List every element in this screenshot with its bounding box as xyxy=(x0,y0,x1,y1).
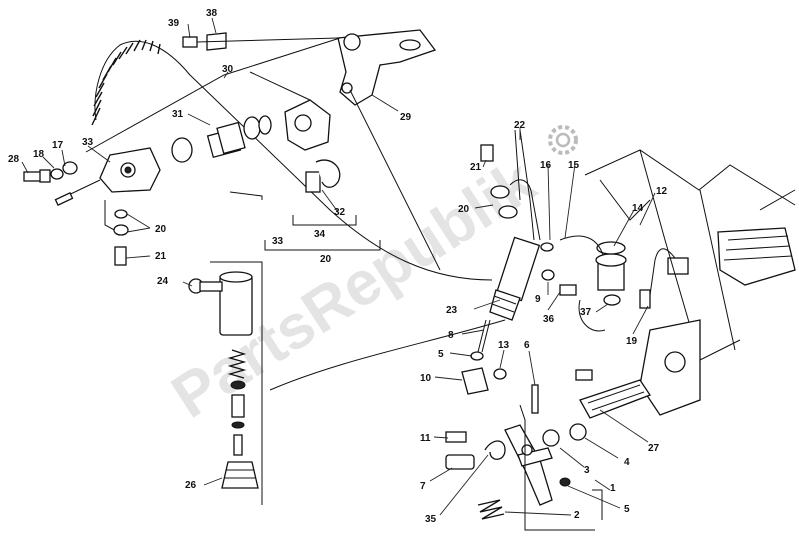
callout-33-mid: 33 xyxy=(272,236,284,247)
callout-15: 15 xyxy=(568,160,580,171)
brake-caliper-assembly xyxy=(23,29,493,281)
callout-11: 11 xyxy=(420,433,431,444)
callout-27: 27 xyxy=(648,443,660,454)
callout-19: 19 xyxy=(626,336,638,347)
callout-7: 7 xyxy=(420,481,426,492)
callout-20-left: 20 xyxy=(155,224,167,235)
callout-31: 31 xyxy=(172,109,184,120)
callout-37: 37 xyxy=(580,307,592,318)
callout-12: 12 xyxy=(656,186,668,197)
callout-10: 10 xyxy=(420,373,432,384)
callout-labels: 39 38 30 31 29 33 17 18 28 20 21 32 33 3… xyxy=(8,8,668,525)
callout-8: 8 xyxy=(448,330,454,341)
callout-20-mid: 20 xyxy=(320,254,332,265)
callout-20-right: 20 xyxy=(458,204,470,215)
callout-29: 29 xyxy=(400,112,412,123)
callout-38: 38 xyxy=(206,8,218,19)
callout-9: 9 xyxy=(535,294,541,305)
callout-22: 22 xyxy=(514,120,526,131)
callout-5-lower: 5 xyxy=(624,504,630,515)
callout-4: 4 xyxy=(624,457,630,468)
callout-2: 2 xyxy=(574,510,580,521)
callout-26: 26 xyxy=(185,480,197,491)
callout-21-left: 21 xyxy=(155,251,167,262)
callout-35: 35 xyxy=(425,514,437,525)
callout-32: 32 xyxy=(334,207,346,218)
callout-33-left: 33 xyxy=(82,137,94,148)
callout-34: 34 xyxy=(314,229,326,240)
callout-14: 14 xyxy=(632,203,644,214)
callout-3: 3 xyxy=(584,465,590,476)
callout-16: 16 xyxy=(540,160,552,171)
leader-lines xyxy=(21,17,656,516)
callout-28: 28 xyxy=(8,154,20,165)
callout-17: 17 xyxy=(52,140,64,151)
callout-1: 1 xyxy=(610,483,616,494)
callout-21-right: 21 xyxy=(470,162,482,173)
callout-39: 39 xyxy=(168,18,180,29)
callout-36: 36 xyxy=(543,314,555,325)
rear-brake-lever-assembly xyxy=(264,129,796,531)
callout-30: 30 xyxy=(222,64,234,75)
gear-icon xyxy=(548,125,578,155)
rear-master-cylinder-assembly xyxy=(188,261,506,505)
callout-23: 23 xyxy=(446,305,458,316)
callout-5-upper: 5 xyxy=(438,349,444,360)
callout-13: 13 xyxy=(498,340,510,351)
callout-6: 6 xyxy=(524,340,530,351)
callout-24: 24 xyxy=(157,276,169,287)
callout-18: 18 xyxy=(33,149,45,160)
